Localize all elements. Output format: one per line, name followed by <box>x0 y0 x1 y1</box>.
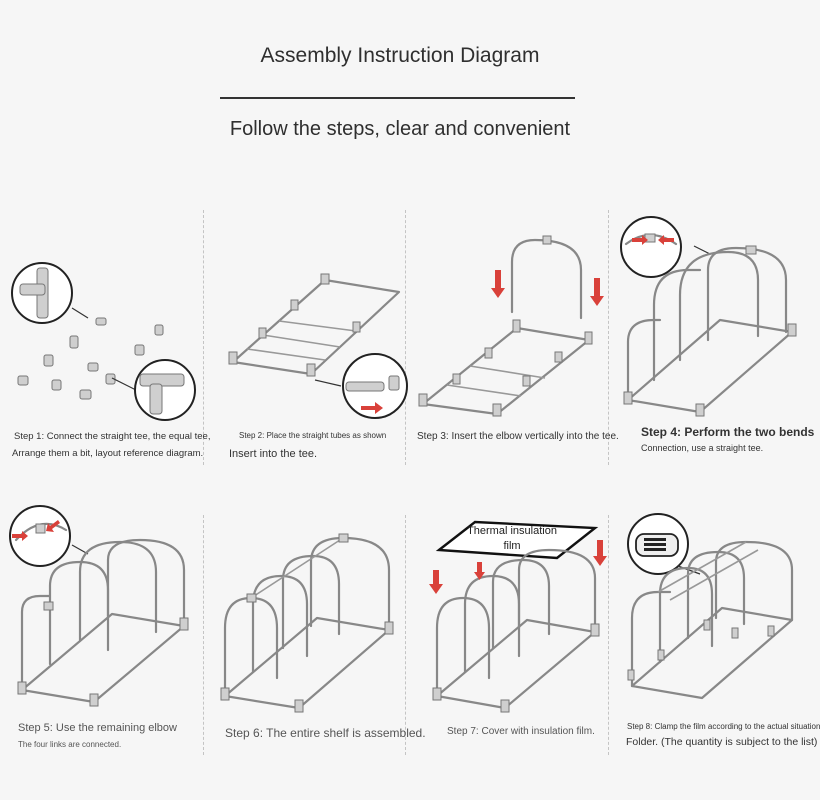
down-arrow-icon <box>474 562 485 580</box>
step-8-caption-line1: Step 8: Clamp the film according to the … <box>627 722 820 731</box>
step-2-caption-line1: Step 2: Place the straight tubes as show… <box>239 431 387 440</box>
pipe-joint-icon <box>17 317 164 400</box>
page-subtitle: Follow the steps, clear and convenient <box>229 118 571 140</box>
down-arrow-icon <box>590 278 604 306</box>
step-6-illustration <box>220 533 394 713</box>
step-3-panel: Step 3: Insert the elbow vertically into… <box>405 200 619 470</box>
step-6-panel: Step 6: The entire shelf is assembled. <box>203 500 426 760</box>
magnifier-circle <box>9 505 71 567</box>
insulation-film <box>435 520 599 560</box>
pipe-joint-icon <box>17 601 189 707</box>
down-arrow-icon <box>593 540 607 566</box>
step-7-illustration <box>429 520 607 713</box>
column-divider <box>405 210 406 465</box>
step-7-panel: Step 7: Cover with insulation film. <box>405 500 608 760</box>
film-label: Thermal insulation film <box>462 524 562 554</box>
film-label-line2: film <box>503 540 521 552</box>
column-divider <box>608 210 609 465</box>
pipe-joint-icon <box>220 533 394 713</box>
pipe-joint-icon <box>418 319 593 417</box>
step-2-panel: Step 2: Place the straight tubes as show… <box>203 200 408 470</box>
pipe-joint-icon <box>623 245 797 417</box>
pipe-joint-icon <box>432 623 600 713</box>
column-divider <box>405 515 406 755</box>
step-4-caption-line2: Connection, use a straight tee. <box>641 443 764 453</box>
step-3-caption-line1: Step 3: Insert the elbow vertically into… <box>417 431 619 442</box>
step-2-illustration <box>228 273 408 419</box>
tee-joint-icon <box>345 375 400 392</box>
tee-joint-icon <box>139 373 185 415</box>
step-1-illustration <box>11 262 196 421</box>
column-divider <box>203 210 204 465</box>
step-1-caption-line2: Arrange them a bit, layout reference dia… <box>12 448 204 459</box>
step-5-caption-line1: Step 5: Use the remaining elbow <box>18 722 177 734</box>
down-arrow-icon <box>429 570 443 594</box>
step-3-illustration <box>418 235 604 417</box>
step-6-caption-line1: Step 6: The entire shelf is assembled. <box>225 726 426 740</box>
magnifier-circle <box>620 216 682 278</box>
step-5-caption-line2: The four links are connected. <box>18 740 122 749</box>
step-4-panel: Step 4: Perform the two bends Connection… <box>608 200 814 470</box>
step-5-panel: Step 5: Use the remaining elbow The four… <box>0 500 203 760</box>
page-title: Assembly Instruction Diagram <box>260 44 540 67</box>
step-7-caption-line1: Step 7: Cover with insulation film. <box>447 726 595 737</box>
step-1-panel: Step 1: Connect the straight tee, the eq… <box>0 200 210 470</box>
step-4-caption-line1: Step 4: Perform the two bends <box>641 425 815 439</box>
film-clip-icon <box>635 533 679 557</box>
title-divider <box>220 97 575 99</box>
step-5-illustration <box>9 505 189 707</box>
tee-joint-icon <box>19 267 49 319</box>
film-clip-icon <box>627 619 775 681</box>
film-label-line1: Thermal insulation <box>467 525 557 537</box>
column-divider <box>608 515 609 755</box>
step-1-caption-line1: Step 1: Connect the straight tee, the eq… <box>14 431 211 442</box>
step-4-illustration <box>620 216 797 417</box>
step-8-panel: Step 8: Clamp the film according to the … <box>608 500 820 760</box>
magnifier-circle <box>134 359 196 421</box>
column-divider <box>203 515 204 755</box>
step-2-caption-line2: Insert into the tee. <box>229 448 318 460</box>
step-8-caption-line2: Folder. (The quantity is subject to the … <box>626 736 818 748</box>
down-arrow-icon <box>491 270 505 298</box>
pipe-joint-icon <box>228 273 361 377</box>
down-arrow-icon <box>361 402 383 414</box>
step-8-illustration <box>627 513 794 700</box>
